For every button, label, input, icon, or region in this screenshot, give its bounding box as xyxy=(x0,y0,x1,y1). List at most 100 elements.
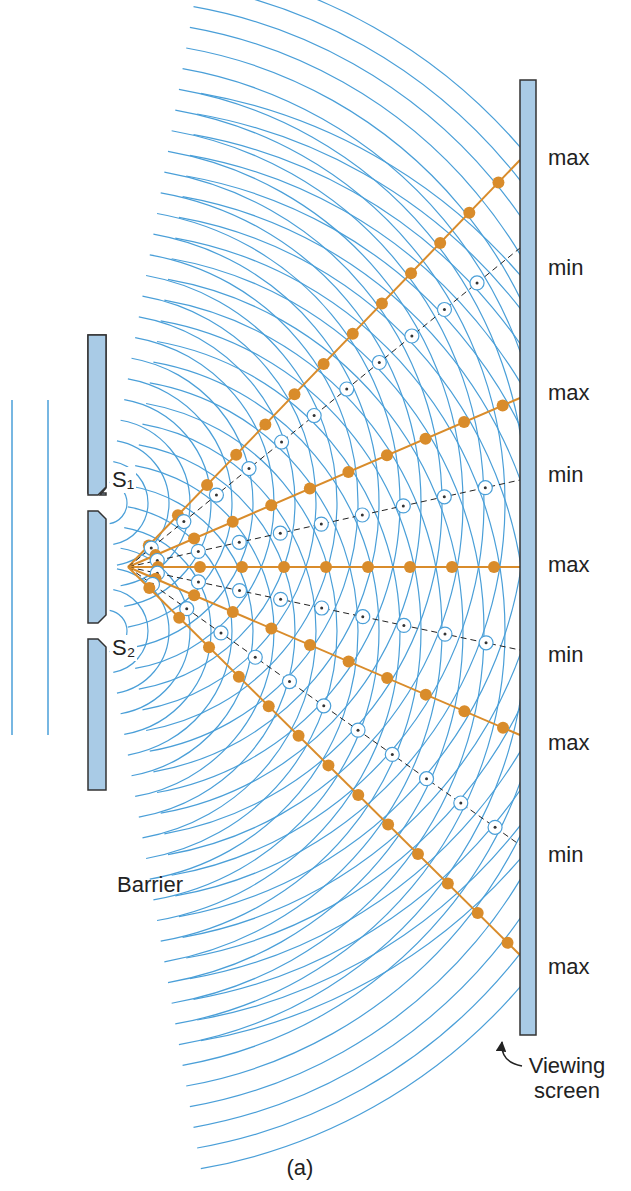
wavefront xyxy=(132,358,253,648)
destructive-circle xyxy=(232,535,246,549)
constructive-dot xyxy=(227,516,239,528)
min-label: min xyxy=(548,255,583,280)
constructive-dot xyxy=(446,561,458,573)
destructive-circle xyxy=(191,575,205,589)
constructive-dot xyxy=(293,730,305,742)
constructive-dot xyxy=(404,561,416,573)
destructive-circle xyxy=(209,488,223,502)
leader-arrow xyxy=(502,1042,522,1066)
constructive-dot xyxy=(442,878,454,890)
constructive-dot xyxy=(405,267,417,279)
destructive-circle xyxy=(242,462,256,476)
wavefront xyxy=(186,176,521,1086)
barrier-label: Barrier xyxy=(117,872,183,897)
wavefront xyxy=(146,404,337,859)
wavefront xyxy=(201,93,521,1168)
constructive-dot xyxy=(420,689,432,701)
destructive-dot xyxy=(279,598,282,601)
wavefront xyxy=(153,362,379,900)
constructive-dot xyxy=(259,418,271,430)
destructive-dot xyxy=(247,467,250,470)
slit-label: S₁ xyxy=(110,467,136,492)
destructive-circle xyxy=(275,435,289,449)
destructive-circle xyxy=(385,747,399,761)
constructive-dot xyxy=(434,237,446,249)
destructive-dot xyxy=(357,729,360,732)
destructive-circle xyxy=(274,592,288,606)
destructive-dot xyxy=(443,495,446,498)
destructive-dot xyxy=(238,541,241,544)
wavefront xyxy=(183,69,521,938)
constructive-dot xyxy=(347,328,359,340)
slit-label: S₂ xyxy=(110,635,137,660)
constructive-dot xyxy=(227,606,239,618)
constructive-dot xyxy=(320,561,332,573)
wavefront xyxy=(135,466,274,797)
wavefront xyxy=(197,114,521,1148)
wavefront xyxy=(146,276,337,731)
wavefront xyxy=(135,338,274,669)
max-label: max xyxy=(548,954,590,979)
wavefront xyxy=(164,300,442,962)
destructive-dot xyxy=(402,624,405,627)
destructive-circle xyxy=(248,650,262,664)
constructive-dot xyxy=(343,656,355,668)
destructive-dot xyxy=(476,281,479,284)
destructive-dot xyxy=(215,494,218,497)
destructive-dot xyxy=(197,580,200,583)
wavefront xyxy=(117,441,169,565)
minimum-ray xyxy=(128,567,520,650)
constructive-dot xyxy=(194,561,206,573)
constructive-dot xyxy=(420,433,432,445)
constructive-dot xyxy=(488,561,500,573)
destructive-circle xyxy=(397,618,411,632)
plane-wave xyxy=(47,400,49,735)
constructive-dot xyxy=(381,672,393,684)
destructive-dot xyxy=(361,514,364,517)
destructive-dot xyxy=(425,777,428,780)
destructive-circle xyxy=(438,627,452,641)
destructive-dot xyxy=(288,680,291,683)
destructive-dot xyxy=(443,633,446,636)
destructive-dot xyxy=(322,704,325,707)
destructive-dot xyxy=(197,550,200,553)
destructive-circle xyxy=(437,302,451,316)
destructive-dot xyxy=(485,641,488,644)
minimum-ray xyxy=(128,567,520,845)
wavefront xyxy=(121,420,190,585)
wavefront xyxy=(201,0,521,1041)
destructive-dot xyxy=(391,753,394,756)
constructive-dot xyxy=(203,641,215,653)
destructive-circle xyxy=(283,675,297,689)
constructive-dot xyxy=(173,612,185,624)
wavefront xyxy=(190,27,521,978)
constructive-dot xyxy=(278,561,290,573)
destructive-dot xyxy=(182,520,185,523)
constructive-dot xyxy=(376,297,388,309)
constructive-dot xyxy=(382,818,394,830)
constructive-dot xyxy=(412,848,424,860)
destructive-dot xyxy=(402,504,405,507)
destructive-circle xyxy=(307,409,321,423)
min-label: min xyxy=(548,642,583,667)
max-label: max xyxy=(548,145,590,170)
min-label: min xyxy=(548,842,583,867)
minimum-ray xyxy=(128,480,520,567)
wavefront xyxy=(197,0,521,1020)
destructive-dot xyxy=(150,547,153,550)
constructive-dot xyxy=(233,671,245,683)
destructive-circle xyxy=(191,544,205,558)
wavefront xyxy=(190,155,521,1106)
constructive-dot xyxy=(502,937,514,949)
constructive-dot xyxy=(472,907,484,919)
constructive-dot xyxy=(201,479,213,491)
destructive-circle xyxy=(405,329,419,343)
destructive-circle xyxy=(355,508,369,522)
wavefront xyxy=(139,445,295,817)
wavefront xyxy=(139,317,295,689)
destructive-dot xyxy=(280,441,283,444)
wavefront xyxy=(161,193,421,813)
wavefront xyxy=(117,569,169,693)
destructive-circle xyxy=(356,610,370,624)
